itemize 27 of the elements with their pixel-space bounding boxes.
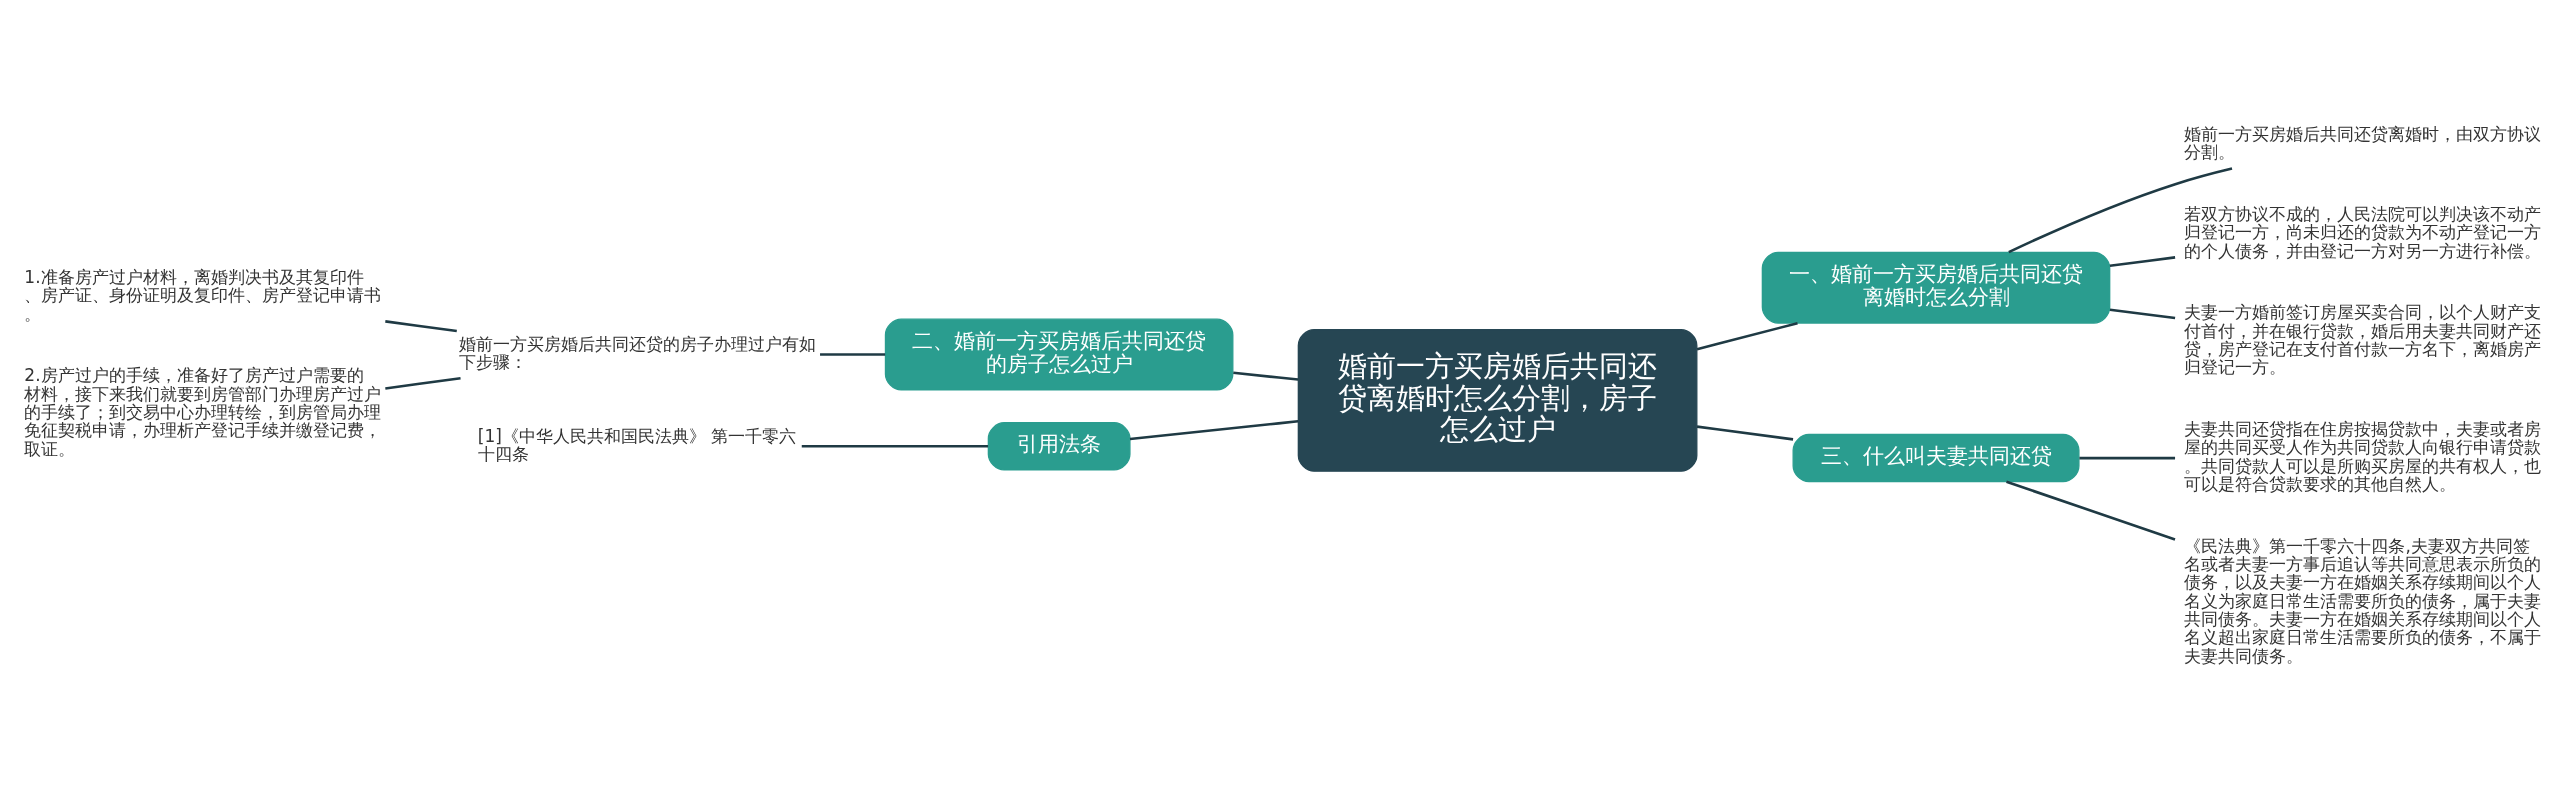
connector <box>385 319 457 332</box>
node-text: 夫妻一方婚前签订房屋买卖合同，以个人财产支付首付，并在银行贷款，婚后用夫妻共同财产还贷，房产登记在支付首付款一方名下，离婚房产归登记一方。 <box>2184 301 2542 377</box>
connector <box>820 352 886 356</box>
connector <box>801 444 989 448</box>
connector <box>2079 456 2176 459</box>
node-box: 引用法条 <box>987 421 1131 471</box>
node-box: 婚前一方买房婚后共同还贷离婚时怎么分割，房子怎么过户 <box>1297 328 1698 472</box>
node-box: 二、婚前一方买房婚后共同还贷的房子怎么过户 <box>884 318 1234 391</box>
node-text: [1]《中华人民共和国民法典》 第一千零六十四条 <box>477 425 797 464</box>
node-box: 三、什么叫夫妻共同还贷 <box>1792 433 2080 482</box>
connector <box>1696 424 1794 441</box>
node-text: 若双方协议不成的，人民法院可以判决该不动产归登记一方，尚未归还的贷款为不动产登记一方的个人债务，并由登记一方对另一方进行补偿。 <box>2184 203 2542 261</box>
connector <box>1696 321 1798 350</box>
node-text: 1.准备房产过户材料，离婚判决书及其复印件、房产证、身份证明及复印件、房产登记申请书。 <box>24 266 382 324</box>
connector <box>1233 370 1299 381</box>
node-text: 2.房产过户的手续，准备好了房产过户需要的材料，接下来我们就要到房管部门办理房产过户的手续了；到交易中心办理转绘，到房管局办理免征契税申请，办理析产登记手续并缴登记费，取证。 <box>24 364 382 459</box>
connector <box>2006 480 2176 541</box>
connector <box>1129 419 1299 440</box>
connector <box>385 376 461 390</box>
node-text: 婚前一方买房婚后共同还贷的房子办理过户有如下步骤： <box>459 333 817 372</box>
node-text: 《民法典》第一千零六十四条,夫妻双方共同签名或者夫妻一方事后追认等共同意思表示所负的债务，以及夫妻一方在婚姻关系存续期间以个人名义为家庭日常生活需要所负的债务，属于夫妻共同债务。夫妻一方在婚姻关系存续期间以个人名义超出家庭日常生活需要所负的债务，不属于夫妻共同债务。 <box>2184 535 2542 666</box>
connector <box>2109 307 2176 319</box>
node-text: 夫妻共同还贷指在住房按揭贷款中，夫妻或者房屋的共同买受人作为共同贷款人向银行申请贷款。共同贷款人可以是所购买房屋的共有权人，也可以是符合贷款要求的其他自然人。 <box>2184 418 2542 494</box>
node-text: 婚前一方买房婚后共同还贷离婚时，由双方协议分割。 <box>2184 123 2542 162</box>
connector <box>2109 255 2176 267</box>
connector <box>2008 166 2233 253</box>
node-box: 一、婚前一方买房婚后共同还贷离婚时怎么分割 <box>1761 251 2111 324</box>
